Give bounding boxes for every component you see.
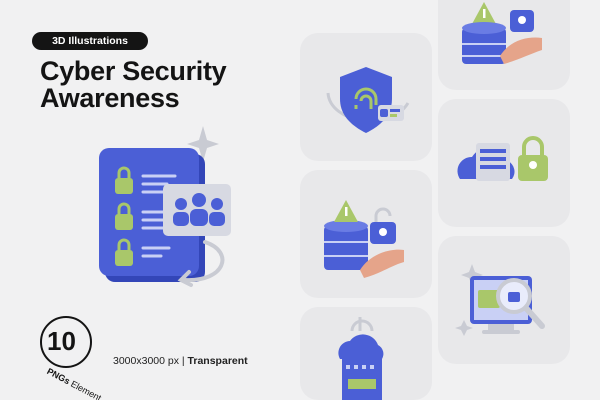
- meta-separator: |: [178, 355, 188, 367]
- category-badge: 3D Illustrations: [32, 32, 148, 50]
- hand-icon: [360, 249, 404, 278]
- fingerprint-icon: [354, 87, 378, 109]
- database-icon: [324, 220, 368, 270]
- cloud-icon: [338, 334, 384, 359]
- sparkle-icon: [187, 126, 219, 162]
- user-group-icon: [173, 193, 225, 226]
- count-number: 10: [47, 326, 76, 356]
- preview-card-cloud-server: [300, 307, 432, 400]
- preview-card-monitor-magnifier: [438, 236, 570, 364]
- title-line-2: Awareness: [40, 83, 180, 113]
- preview-card-cloud-lock: [438, 99, 570, 227]
- preview-card-fingerprint-shield: [300, 33, 432, 161]
- hero-document-illustration: [99, 126, 231, 287]
- server-icon: [476, 143, 510, 181]
- sparkle-icon: [461, 264, 483, 286]
- padlock-icon: [115, 178, 133, 266]
- element-count-badge: 10 PNGs Element: [40, 316, 103, 400]
- title-line-1: Cyber Security: [40, 56, 227, 86]
- preview-card-database-lock: [300, 170, 432, 298]
- meta-format: Transparent: [187, 355, 248, 367]
- file-meta: 3000x3000 px | Transparent: [113, 355, 248, 367]
- count-label: PNGs Element: [45, 366, 103, 400]
- count-circle: [40, 316, 92, 368]
- count-label-rest: Element: [66, 377, 104, 400]
- preview-card-database-lock-top: [438, 0, 570, 90]
- folder-icon: [478, 290, 500, 308]
- hand-icon: [500, 37, 542, 64]
- meta-size: 3000x3000 px: [113, 355, 179, 367]
- page-title: Cyber Security Awareness: [40, 56, 227, 113]
